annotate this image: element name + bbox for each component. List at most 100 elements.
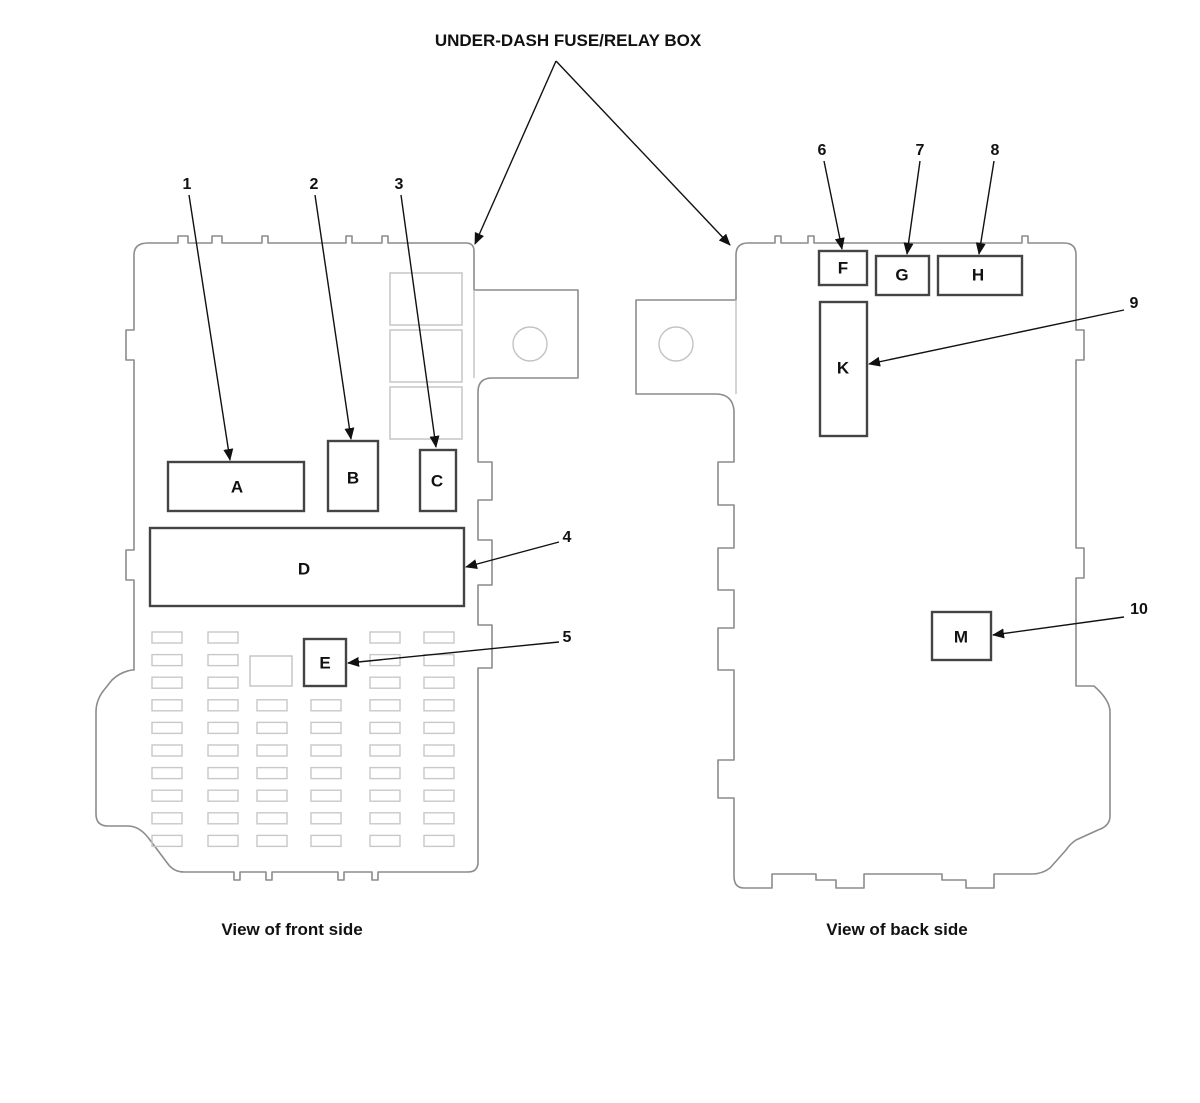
fuse-slot [310, 721, 342, 735]
fuse-slot [369, 721, 401, 735]
callout-3-number: 3 [395, 176, 404, 193]
component-g-label: G [895, 266, 908, 285]
fuse-slot [207, 699, 239, 712]
fuse-slot [256, 834, 288, 848]
component-e-box [302, 637, 348, 688]
component-b-box [326, 439, 380, 513]
component-e-label: E [319, 654, 330, 673]
component-f-box [817, 249, 869, 287]
fuse-slot [256, 699, 288, 712]
fuse-slot [423, 653, 455, 667]
back-side-housing [635, 235, 1111, 889]
title-arrow-front [474, 60, 557, 245]
callout-8-number: 8 [991, 142, 1000, 159]
callout-1-leader [188, 194, 234, 461]
component-k-label: K [837, 359, 850, 378]
fuse-slot [369, 631, 401, 644]
fuse-slot [256, 789, 288, 802]
fuse-slot [423, 834, 455, 848]
component-m-box [930, 610, 993, 662]
fuse-slot [151, 699, 183, 712]
fuse-slot [423, 766, 455, 780]
fuse-slot [310, 812, 342, 825]
fuse-slot [207, 812, 239, 825]
fuse-slot [151, 766, 183, 780]
caption-back-side: View of back side [826, 920, 967, 939]
fuse-slot [151, 676, 183, 689]
fuse-slot [369, 789, 401, 802]
fuse-slot [207, 721, 239, 735]
fuse-slot [369, 653, 401, 667]
component-h-label: H [972, 266, 984, 285]
fuse-slot [207, 631, 239, 644]
fuse-slot [256, 744, 288, 757]
callout-10-leader [992, 616, 1125, 639]
callout-2-number: 2 [310, 176, 319, 193]
fuse-slot [423, 676, 455, 689]
fuse-slot [423, 812, 455, 825]
caption-front-side: View of front side [221, 920, 362, 939]
fuse-slot [369, 699, 401, 712]
callout-9-number: 9 [1130, 295, 1139, 312]
front-blank-socket [249, 655, 293, 687]
fuse-slot [151, 812, 183, 825]
fuse-slot [151, 653, 183, 667]
front-relay-socket-3 [389, 386, 463, 440]
callout-1-number: 1 [183, 176, 192, 193]
title-arrow-back [555, 60, 731, 246]
callout-9-leader [868, 309, 1125, 367]
fuse-slot-grid [151, 631, 455, 848]
component-a-label: A [231, 478, 243, 497]
component-g-box [874, 254, 931, 297]
fuse-slot [369, 766, 401, 780]
fuse-slot [423, 744, 455, 757]
fuse-slot [207, 676, 239, 689]
fuse-slot [310, 789, 342, 802]
fuse-slot [423, 789, 455, 802]
fuse-slot [207, 789, 239, 802]
fuse-slot [423, 631, 455, 644]
fuse-slot [310, 699, 342, 712]
callout-6-number: 6 [818, 142, 827, 159]
component-c-box [418, 448, 458, 513]
fuse-slot [369, 834, 401, 848]
fuse-slot [207, 766, 239, 780]
fuse-slot [310, 766, 342, 780]
component-f-label: F [838, 259, 848, 278]
component-a-box [166, 460, 306, 513]
back-mounting-hole [658, 326, 694, 362]
callout-3-leader [400, 194, 440, 448]
component-k-box [818, 300, 869, 438]
front-side-housing [95, 235, 579, 881]
callout-5-leader [347, 641, 560, 667]
fuse-slot [369, 744, 401, 757]
fuse-slot [207, 653, 239, 667]
fuse-slot [256, 812, 288, 825]
callout-8-leader [975, 160, 995, 255]
fuse-slot [151, 744, 183, 757]
diagram-title: UNDER-DASH FUSE/RELAY BOX [435, 31, 702, 50]
fuse-slot [207, 834, 239, 848]
fuse-slot [256, 766, 288, 780]
component-c-label: C [431, 472, 443, 491]
component-d-box [148, 526, 466, 608]
callout-4-leader [465, 541, 560, 569]
fuse-slot [310, 834, 342, 848]
fuse-slot [151, 834, 183, 848]
callout-4-number: 4 [563, 529, 572, 546]
fuse-slot [310, 744, 342, 757]
back-housing-outline [635, 235, 1111, 889]
front-housing-outline [95, 235, 579, 881]
callout-6-leader [823, 160, 845, 250]
front-mounting-hole [512, 326, 548, 362]
fuse-slot [423, 721, 455, 735]
callout-7-leader [903, 160, 921, 255]
fuse-slot [151, 631, 183, 644]
component-d-label: D [298, 560, 310, 579]
front-relay-socket-1 [389, 272, 463, 326]
callout-10-number: 10 [1130, 601, 1148, 618]
fuse-slot [207, 744, 239, 757]
callout-5-number: 5 [563, 629, 572, 646]
component-b-label: B [347, 469, 359, 488]
